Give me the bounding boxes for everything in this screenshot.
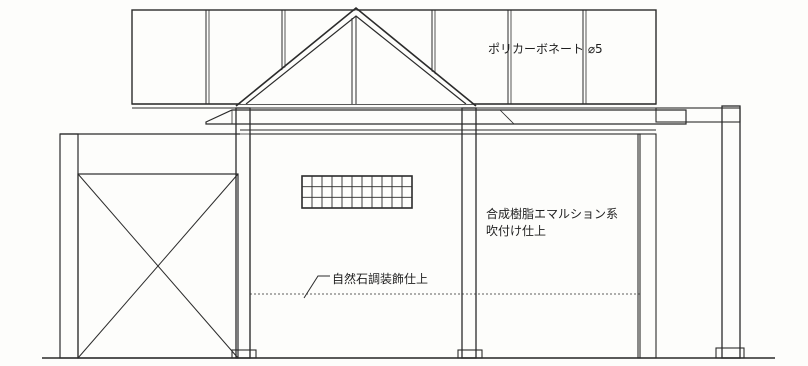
main-wall (249, 133, 657, 359)
columns (231, 105, 745, 359)
wall-finish-note-line2: 吹付け仕上 (486, 224, 547, 238)
left-block (59, 133, 240, 359)
wall-finish-note-line1: 合成樹脂エマルション系 (486, 207, 619, 221)
base-finish-note: 自然石調装飾仕上 (332, 272, 429, 286)
eave-beam (205, 107, 741, 135)
gable-roof (235, 6, 477, 107)
roof-material-note: ポリカーボネート ⌀5 (488, 42, 603, 56)
leader-line (303, 275, 330, 299)
glass-block-window (301, 175, 413, 209)
